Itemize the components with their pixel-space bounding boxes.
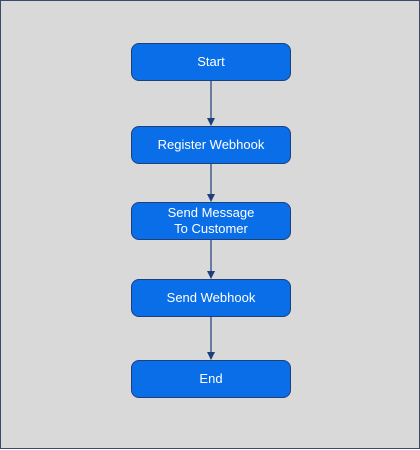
node-start[interactable]: Start (131, 43, 291, 81)
node-end[interactable]: End (131, 360, 291, 398)
node-send-message-to-customer[interactable]: Send Message To Customer (131, 202, 291, 240)
node-send-webhook[interactable]: Send Webhook (131, 279, 291, 317)
node-register-webhook[interactable]: Register Webhook (131, 126, 291, 164)
